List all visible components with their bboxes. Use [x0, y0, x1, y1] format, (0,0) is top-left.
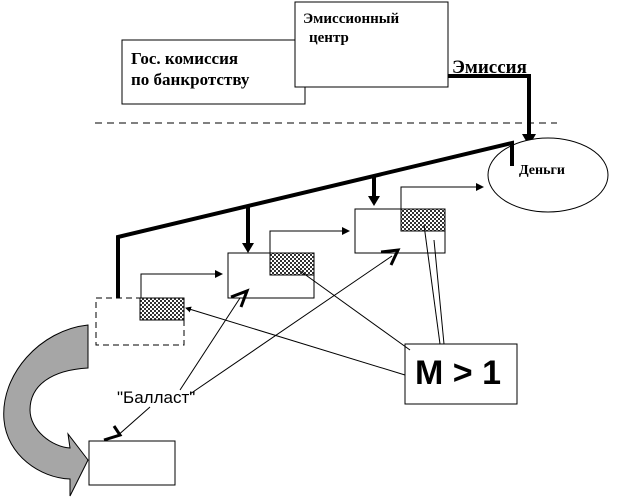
connector-2-3 — [269, 227, 350, 253]
emission-center-label-line2: центр — [309, 29, 349, 46]
ratio-label: M > 1 — [415, 354, 501, 392]
lightning-mark-2 — [230, 288, 250, 308]
ballast-label: "Балласт" — [117, 388, 196, 407]
lightning-mark-ballast — [103, 425, 123, 442]
connector-1-2 — [140, 270, 223, 298]
commission-box — [121, 39, 306, 105]
emission-line — [448, 74, 531, 140]
ballast-line-1 — [179, 297, 241, 391]
drop-arrowhead-3 — [368, 196, 380, 206]
commission-label: Гос. комиссия по банкротству — [131, 48, 249, 91]
money-ellipse — [487, 137, 609, 213]
ratio-line-3a — [423, 224, 441, 345]
ratio-box — [404, 343, 518, 405]
ratio-line-3b — [433, 239, 445, 345]
hatched-block-icon — [400, 208, 446, 232]
commission-label-line1: Гос. комиссия — [131, 49, 239, 68]
emission-center-box — [294, 1, 449, 88]
ballast-line-3 — [115, 406, 151, 438]
money-label: Деньги — [519, 163, 565, 178]
drop-arrowhead-2 — [242, 243, 254, 253]
ratio-line-2 — [295, 267, 411, 351]
ratio-line-1 — [185, 306, 406, 376]
ballast-line-2 — [189, 255, 393, 395]
emission-center-label: Эмиссионный центр — [303, 10, 399, 48]
connector-3-money — [400, 183, 484, 209]
hatched-block-icon — [269, 252, 315, 276]
lightning-mark-3 — [380, 248, 401, 266]
distribution-line — [116, 140, 514, 298]
emission-center-label-line1: Эмиссионный — [303, 11, 400, 27]
bankrupt-box — [88, 440, 176, 486]
emission-label: Эмиссия — [452, 57, 527, 78]
commission-label-line2: по банкротству — [131, 70, 250, 90]
curved-arrow-icon — [3, 324, 89, 497]
hatched-block-icon — [139, 297, 185, 321]
